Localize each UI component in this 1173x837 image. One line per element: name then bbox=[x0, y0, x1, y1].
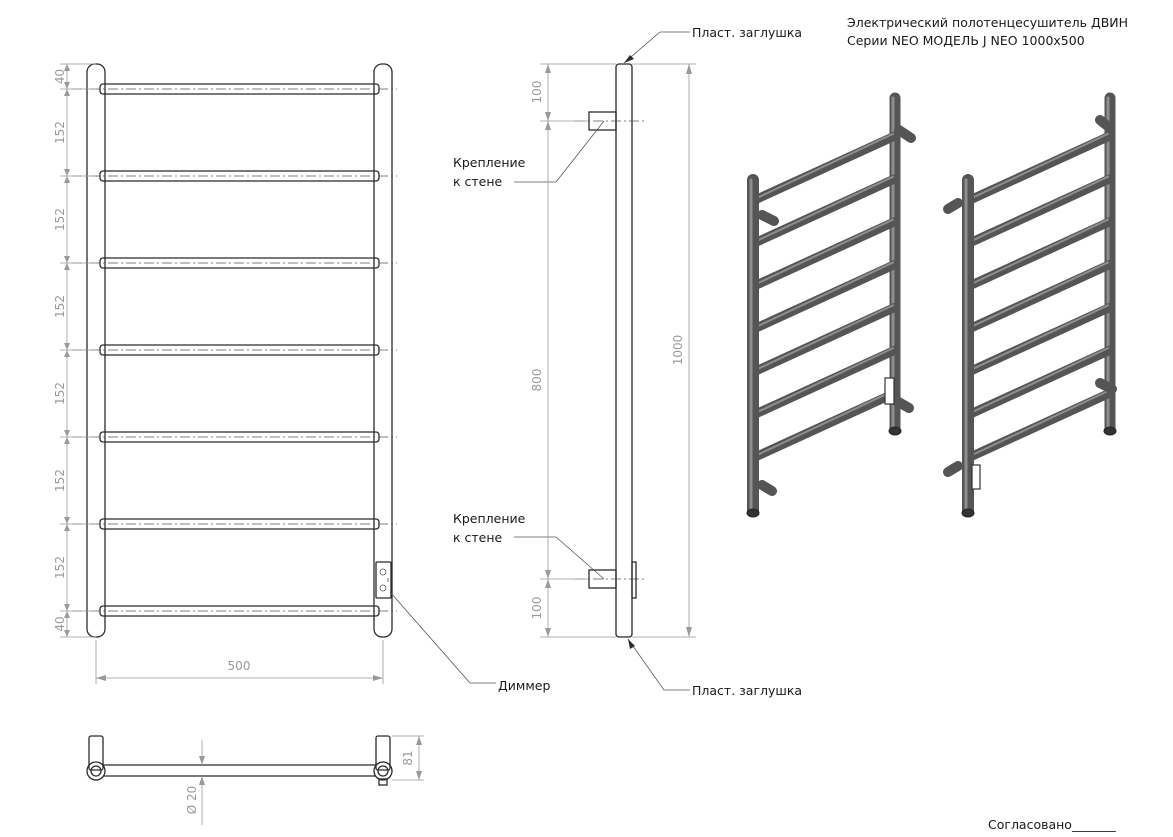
mount-top-leader bbox=[514, 120, 605, 183]
vertical-dim-label: 152 bbox=[53, 208, 67, 231]
side-dim-mid: 800 bbox=[530, 369, 544, 392]
side-dim-top: 100 bbox=[530, 81, 544, 104]
dimmer-box bbox=[375, 561, 392, 599]
crossbar bbox=[72, 605, 397, 617]
iso-wall-mount bbox=[943, 198, 963, 214]
side-upright bbox=[615, 63, 633, 638]
title-line-2: Серии NEO МОДЕЛЬ J NEO 1000х500 bbox=[847, 33, 1085, 48]
iso-dimmer bbox=[971, 464, 981, 490]
iso-crossbar bbox=[963, 174, 1115, 249]
iso-wall-mount bbox=[1095, 115, 1115, 133]
vertical-dim-label: 152 bbox=[53, 556, 67, 579]
plug-top-leader bbox=[623, 31, 690, 64]
mount-bottom-leader bbox=[514, 536, 605, 580]
plug-top-label: Пласт. заглушка bbox=[692, 25, 802, 40]
iso-wall-mount bbox=[757, 480, 777, 496]
iso-wall-mount bbox=[894, 125, 916, 143]
crossbar bbox=[72, 83, 397, 95]
approval-label: Согласовано_______ bbox=[988, 817, 1116, 832]
top-view: 81 Ø 20 bbox=[86, 735, 424, 825]
iso-crossbar bbox=[963, 388, 1115, 463]
plug-bottom-label: Пласт. заглушка bbox=[692, 683, 802, 698]
crossbar bbox=[72, 518, 397, 530]
iso-wall-mount bbox=[1095, 378, 1117, 394]
iso-crossbar bbox=[963, 345, 1115, 420]
right-upright bbox=[373, 63, 393, 638]
iso-wall-mount bbox=[890, 395, 914, 413]
dimmer-label: Диммер bbox=[498, 678, 550, 693]
mount-top-label-1: Крепление bbox=[453, 155, 526, 170]
dimmer-leader bbox=[389, 591, 496, 684]
side-dim-total: 1000 bbox=[671, 335, 685, 366]
vertical-dim-label: 40 bbox=[53, 69, 67, 84]
iso-crossbar bbox=[748, 131, 900, 206]
iso-wall-mount bbox=[943, 461, 963, 477]
iso-crossbar bbox=[748, 302, 900, 377]
iso-crossbar bbox=[748, 388, 900, 463]
width-dim-label: 500 bbox=[228, 659, 251, 673]
vertical-dim-label: 152 bbox=[53, 121, 67, 144]
side-view: Пласт. заглушка Пласт. заглушка Креплени… bbox=[453, 25, 802, 698]
mount-bottom-label-1: Крепление bbox=[453, 511, 526, 526]
iso-crossbar bbox=[963, 131, 1115, 206]
isometric-view-front bbox=[746, 92, 916, 518]
iso-crossbar bbox=[748, 174, 900, 249]
iso-dimmer bbox=[884, 377, 895, 405]
iso-crossbar bbox=[748, 217, 900, 292]
mount-top-label-2: к стене bbox=[453, 174, 503, 189]
depth-dim-label: 81 bbox=[401, 750, 415, 765]
iso-wall-mount bbox=[757, 210, 779, 226]
crossbars bbox=[72, 83, 397, 617]
side-dim-bottom: 100 bbox=[530, 597, 544, 620]
iso-crossbar bbox=[748, 259, 900, 334]
front-view: Диммер 40 152 152 152 152 152 152 40 500 bbox=[53, 63, 550, 693]
vertical-dim-chain: 40 152 152 152 152 152 152 40 bbox=[53, 63, 96, 638]
width-dimension: 500 bbox=[95, 640, 384, 684]
vertical-dim-label: 152 bbox=[53, 295, 67, 318]
plug-bottom-leader bbox=[627, 638, 690, 691]
mount-bottom-label-2: к стене bbox=[453, 530, 503, 545]
iso-crossbar bbox=[963, 217, 1115, 292]
crossbar bbox=[72, 170, 397, 182]
isometric-view-back bbox=[943, 92, 1117, 518]
crossbar bbox=[72, 257, 397, 269]
left-upright bbox=[86, 63, 106, 638]
iso-crossbar bbox=[963, 259, 1115, 334]
vertical-dim-label: 152 bbox=[53, 469, 67, 492]
title-line-1: Электрический полотенцесушитель ДВИН bbox=[847, 15, 1128, 30]
crossbar bbox=[72, 431, 397, 443]
iso-crossbar bbox=[748, 345, 900, 420]
iso-crossbar bbox=[963, 302, 1115, 377]
crossbar bbox=[72, 344, 397, 356]
vertical-dim-label: 152 bbox=[53, 382, 67, 405]
vertical-dim-label: 40 bbox=[53, 616, 67, 631]
diameter-dim-label: Ø 20 bbox=[185, 786, 199, 815]
